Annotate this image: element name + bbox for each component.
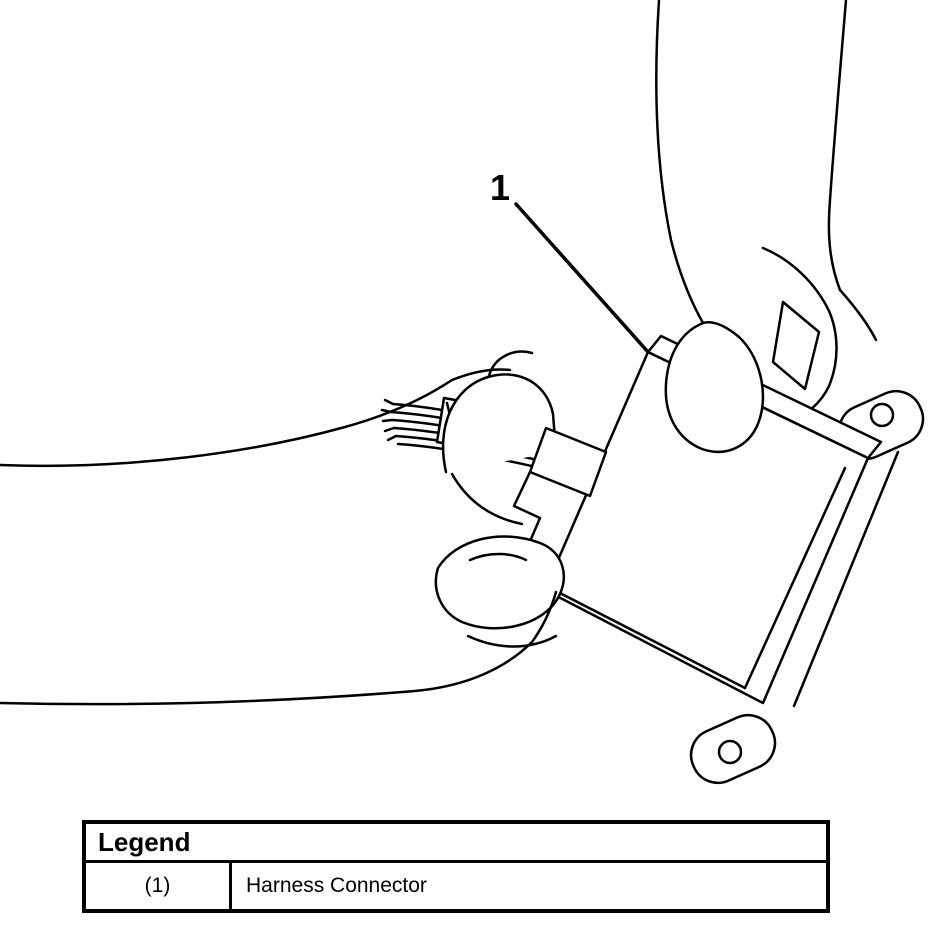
mounting-hole-bottom xyxy=(717,739,743,765)
mounting-tab-bottom xyxy=(689,713,777,785)
left-thumb xyxy=(434,535,566,648)
callout-label: 1 xyxy=(490,167,510,208)
callout: 1 xyxy=(490,167,650,354)
flange-edge xyxy=(792,450,900,708)
connector-block xyxy=(512,426,608,562)
legend-row: (1) Harness Connector xyxy=(86,863,826,909)
legend-table: Legend (1) Harness Connector xyxy=(82,820,830,913)
right-fingertip xyxy=(664,321,765,454)
legend-title: Legend xyxy=(86,824,826,863)
legend-item-label: Harness Connector xyxy=(246,874,427,897)
right-forearm xyxy=(655,0,878,423)
left-hand-fingers xyxy=(441,350,558,526)
legend-ref-number: (1) xyxy=(86,863,232,909)
harness-connector-illustration: 1 xyxy=(0,0,925,785)
callout-leader-line xyxy=(514,202,650,354)
left-arm xyxy=(0,368,534,706)
mounting-hole-top xyxy=(869,402,895,428)
